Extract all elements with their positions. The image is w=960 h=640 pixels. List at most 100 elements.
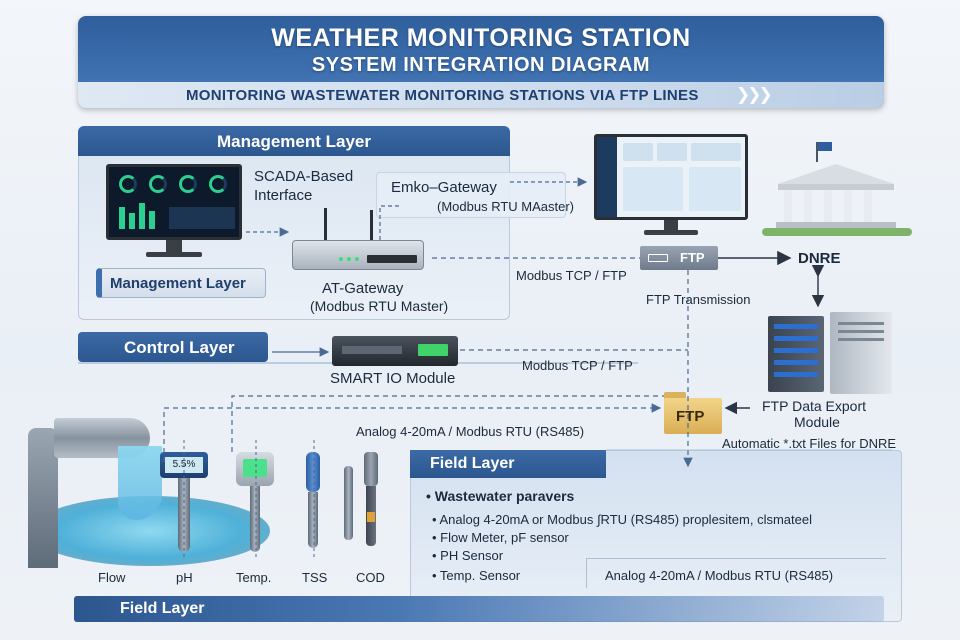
analog-modbus-label-1: Analog 4-20mA / Modbus RTU (RS485) (356, 424, 585, 439)
title-line-1: WEATHER MONITORING STATION (271, 24, 691, 52)
bar-icon (139, 203, 145, 229)
server-rack-icon (768, 312, 894, 394)
ftp-link-tag: FTP (640, 246, 718, 270)
field-layer-footer: Field Layer (74, 596, 884, 622)
tss-sensor-icon (300, 452, 330, 562)
field-layer-panel (410, 450, 902, 622)
drive-bay-icon (774, 372, 818, 377)
widget-icon (691, 143, 741, 161)
io-terminal-icon (342, 346, 402, 354)
pediment (778, 164, 894, 184)
dashboard-screen (594, 134, 748, 220)
monitor-base (146, 252, 202, 257)
router-body (292, 240, 424, 270)
drive-bay-icon (774, 348, 818, 353)
column-icon (824, 190, 832, 222)
status-led-icon (339, 257, 343, 261)
folder-tab (664, 392, 686, 400)
flagpole-icon (816, 142, 818, 162)
tss-probe (308, 492, 318, 548)
data-table-icon (169, 207, 235, 229)
port-row-icon (367, 255, 417, 263)
control-layer-label: Control Layer (124, 338, 235, 357)
temp-housing (236, 452, 274, 486)
monitor-base (644, 230, 698, 235)
sensor-label-cod: COD (356, 570, 385, 585)
folder-body: FTP (664, 398, 722, 434)
lawn (762, 228, 912, 236)
widget-icon (623, 143, 653, 161)
sensor-label-ph: pH (176, 570, 193, 585)
cod-head (364, 452, 378, 486)
title-line-2: SYSTEM INTEGRATION DIAGRAM (311, 54, 651, 76)
wire-router-emko (379, 205, 402, 240)
drive-bay-icon (774, 360, 818, 365)
wire-sensors-folder (163, 403, 662, 462)
drive-bay-icon (774, 336, 818, 341)
gauge-icon (149, 175, 167, 193)
wire-sensor-bus (231, 395, 664, 452)
antenna-icon (370, 210, 373, 242)
emko-gateway-subtitle: (Modbus RTU MAaster) (437, 199, 575, 214)
modbus-tcp-ftp-label-1: Modbus TCP / FTP (516, 268, 627, 283)
column-icon (864, 190, 872, 222)
control-layer-tag: Control Layer (78, 332, 268, 362)
cod-sensor-icon (334, 452, 394, 562)
modbus-tcp-ftp-label-2: Modbus TCP / FTP (522, 358, 633, 373)
vent-icon (838, 322, 884, 325)
field-layer-header: Field Layer (410, 450, 606, 478)
scada-monitor-icon (106, 164, 242, 260)
field-bullet-title: • Wastewater paravers (426, 488, 575, 504)
field-layer-footer-label: Field Layer (120, 600, 205, 617)
status-led-icon (355, 257, 359, 261)
emko-gateway-box: Emko–Gateway (Modbus RTU MAaster) (376, 172, 574, 218)
sensor-label-temp: Temp. (236, 570, 272, 585)
server-right (830, 312, 892, 394)
io-display-icon (418, 344, 448, 356)
gauge-icon (209, 175, 227, 193)
at-gateway-title: AT-Gateway (322, 280, 404, 297)
field-layer-title: Field Layer (430, 455, 515, 472)
at-gateway-subtitle: (Modbus RTU Master) (310, 298, 449, 314)
ftp-transmission-label: FTP Transmission (646, 292, 751, 307)
analog-note-label: Analog 4-20mA / Modbus RTU (RS485) (605, 568, 834, 583)
rocks (28, 428, 58, 568)
ftp-tag-label: FTP (680, 250, 705, 265)
dnre-label: DNRE (798, 250, 841, 267)
bar-icon (149, 211, 155, 229)
subtitle-text: MONITORING WASTEWATER MONITORING STATION… (186, 87, 699, 104)
ftp-export-title-1: FTP Data Export (762, 398, 867, 414)
dashboard-monitor-icon (594, 134, 748, 238)
emko-gateway-title: Emko–Gateway (391, 179, 497, 196)
flag-icon (818, 142, 832, 151)
cable-icon (648, 254, 668, 262)
field-bullet-3: • PH Sensor (432, 548, 504, 563)
smart-io-module-icon (332, 336, 458, 366)
scada-screen (106, 164, 242, 240)
sensor-label-tss: TSS (302, 570, 328, 585)
water-stream (118, 446, 162, 520)
vent-icon (838, 338, 884, 341)
bar-icon (129, 213, 135, 229)
subtitle-bar: MONITORING WASTEWATER MONITORING STATION… (78, 82, 884, 108)
vent-icon (838, 330, 884, 333)
scada-label-line-1: SCADA-Based (254, 168, 354, 185)
scada-label-line-2: Interface (254, 187, 313, 204)
server-left (768, 316, 824, 392)
dashboard-sidebar (597, 137, 617, 217)
column-icon (804, 190, 812, 222)
column-icon (844, 190, 852, 222)
ftp-export-files: Automatic *.txt Files for DNRE (722, 436, 897, 451)
field-bullet-4: • Temp. Sensor (432, 568, 521, 583)
status-led-icon (347, 257, 351, 261)
widget-icon (657, 143, 687, 161)
chart-widget-icon (689, 167, 741, 211)
tss-head (306, 452, 320, 492)
title-banner: WEATHER MONITORING STATION SYSTEM INTEGR… (78, 16, 884, 108)
management-layer-tag-label: Management Layer (110, 275, 246, 292)
drive-bay-icon (774, 324, 818, 329)
gauge-icon (119, 175, 137, 193)
ftp-folder-icon: FTP (664, 392, 722, 434)
temp-sensor-icon (236, 452, 276, 562)
